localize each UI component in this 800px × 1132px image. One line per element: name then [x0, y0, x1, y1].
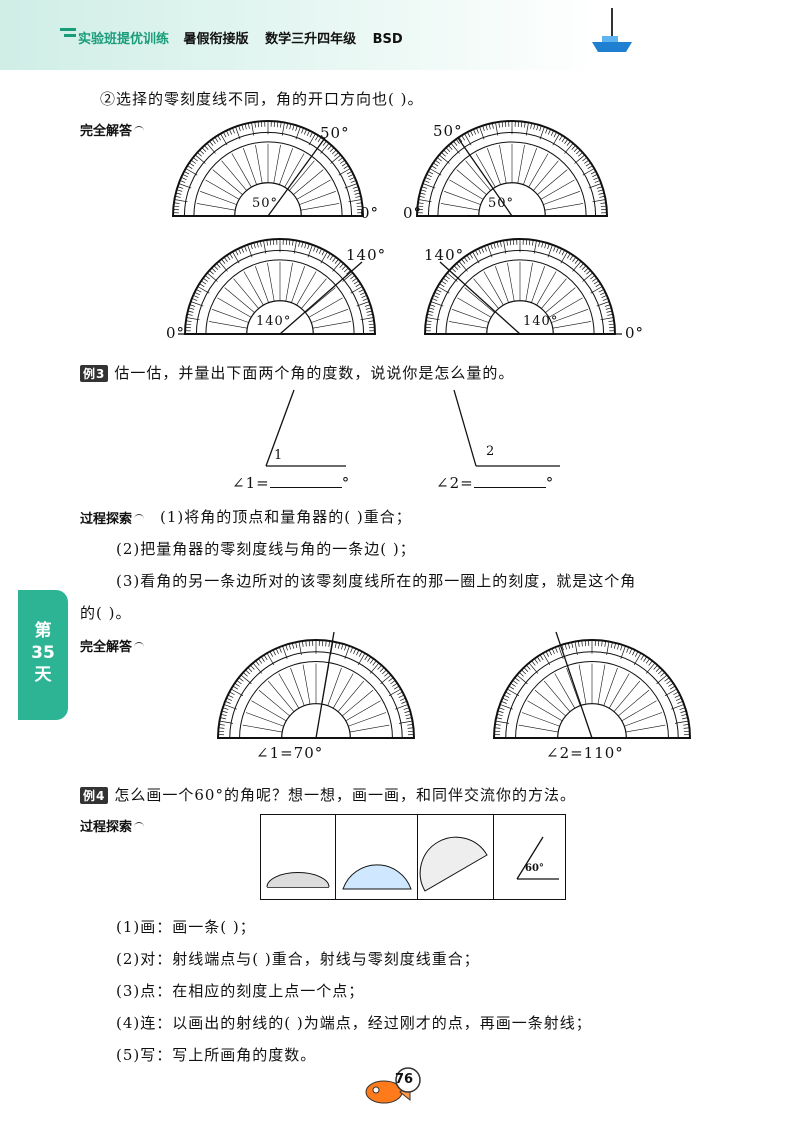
- panel-60-label: 60°: [525, 863, 544, 874]
- protractor-2: [415, 120, 609, 217]
- label-50-a-inner: 50°: [252, 196, 279, 211]
- protractor-4: [423, 238, 617, 335]
- ship-icon: [592, 8, 632, 52]
- day-tab-line3: 天: [34, 665, 52, 685]
- header-line: 实验班提优训练 暑假衔接版 数学三升四年级 BSD: [78, 28, 403, 47]
- angle2-eq: ∠2= °: [436, 474, 554, 492]
- label-140-a: 140°: [346, 246, 387, 264]
- series-title: 实验班提优训练: [78, 32, 170, 47]
- label-0-d: 0°: [625, 324, 645, 342]
- publisher-label: BSD: [372, 32, 403, 47]
- ex3-text: 估一估，并量出下面两个角的度数，说说你是怎么量的。: [114, 364, 515, 382]
- page-header: [0, 0, 800, 70]
- ex3-line: 例3 估一估，并量出下面两个角的度数，说说你是怎么量的。: [80, 362, 514, 383]
- label-50-b-inner: 50°: [488, 196, 515, 211]
- drawing-steps-panel: 60°: [260, 814, 566, 900]
- protractor-1: [171, 120, 365, 217]
- draw-step4: (4)连：以画出的射线的( )为端点，经过刚才的点，再画一条射线；: [116, 1014, 592, 1032]
- draw-step3: (3)点：在相应的刻度上点一个点；: [116, 982, 365, 1000]
- step3a: (3)看角的另一条边所对的该零刻度线所在的那一圈上的刻度，就是这个角: [116, 572, 637, 590]
- angle1-eq: ∠1= °: [232, 474, 350, 492]
- angle2-ray-slant: [453, 389, 477, 467]
- ans1-slant: [315, 631, 335, 739]
- angle1-degree: °: [341, 474, 351, 492]
- page-number: 76: [395, 1072, 414, 1087]
- label-0-a: 0°: [360, 204, 380, 222]
- angle2-eq-text: ∠2=: [436, 474, 474, 492]
- protractor-6: [492, 639, 692, 739]
- label-0-c: 0°: [166, 324, 186, 342]
- label-140-a-inner: 140°: [256, 314, 292, 329]
- step3b: 的( )。: [80, 604, 132, 622]
- draw-step2: (2)对：射线端点与( )重合，射线与零刻度线重合；: [116, 950, 480, 968]
- ex3-label: 例3: [80, 365, 109, 382]
- angle1-blank[interactable]: [269, 487, 342, 488]
- panel-divider-1: [335, 815, 336, 899]
- angle2-mark: 2: [486, 444, 496, 459]
- step1: (1)将角的顶点和量角器的( )重合；: [160, 508, 412, 526]
- label-0-b: 0°: [403, 204, 423, 222]
- fish-icon: [365, 1067, 421, 1104]
- process-tag-2: 过程探索: [80, 816, 144, 835]
- angle2-blank[interactable]: [473, 487, 546, 488]
- step2: (2)把量角器的零刻度线与角的一条边( )；: [116, 540, 416, 558]
- day-tab-line2: 35: [31, 643, 55, 663]
- label-140-b-inner: 140°: [523, 314, 559, 329]
- angle1-ray-slant: [265, 389, 295, 467]
- angle2-degree: °: [545, 474, 555, 492]
- day-tab: 第 35 天: [18, 590, 68, 720]
- q2-text: ②选择的零刻度线不同，角的开口方向也( )。: [100, 90, 424, 108]
- ray-50-b: [457, 137, 513, 217]
- ans2: ∠2=110°: [546, 744, 624, 762]
- label-50-b: 50°: [433, 122, 463, 140]
- answer-tag-1: 完全解答: [80, 120, 144, 139]
- protractor-3: [183, 238, 377, 335]
- ans2-slant: [555, 631, 593, 739]
- ray-140-d: [439, 261, 521, 335]
- ex4-label: 例4: [80, 787, 109, 804]
- ex4-line: 例4 怎么画一个60°的角呢？想一想，画一画，和同伴交流你的方法。: [80, 784, 576, 805]
- day-tab-line1: 第: [34, 621, 52, 641]
- ray-140-c: [279, 261, 363, 335]
- angle1-eq-text: ∠1=: [232, 474, 270, 492]
- subject-label: 数学三升四年级: [265, 32, 357, 47]
- process-tag-1: 过程探索: [80, 508, 144, 527]
- draw-step1: (1)画：画一条( )；: [116, 918, 256, 936]
- panel-divider-3: [493, 815, 494, 899]
- draw-step5: (5)写：写上所画角的度数。: [116, 1046, 317, 1064]
- edition-label: 暑假衔接版: [183, 32, 249, 47]
- ex4-text: 怎么画一个60°的角呢？想一想，画一画，和同伴交流你的方法。: [114, 786, 576, 804]
- panel-illustrations: [266, 836, 559, 892]
- ans1: ∠1=70°: [256, 744, 324, 762]
- angle1-mark: 1: [274, 448, 284, 463]
- panel-divider-2: [417, 815, 418, 899]
- protractor-5: [216, 639, 416, 739]
- logo-icon: [60, 28, 76, 37]
- answer-tag-2: 完全解答: [80, 636, 144, 655]
- ray-50-a: [267, 137, 326, 217]
- label-50-a: 50°: [320, 124, 350, 142]
- label-140-b: 140°: [424, 246, 465, 264]
